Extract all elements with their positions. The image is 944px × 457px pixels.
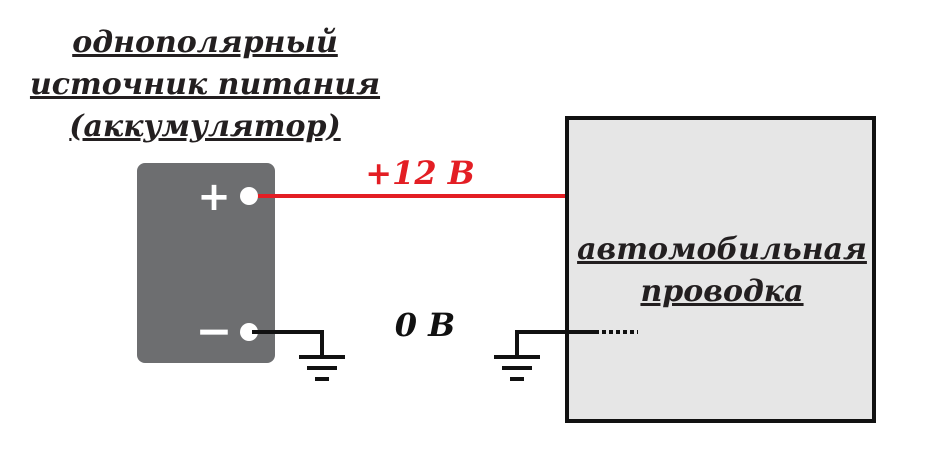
- positive-voltage-label: +12 В: [365, 154, 475, 192]
- source-title-line-3: (аккумулятор): [69, 109, 340, 144]
- ground-voltage-label: 0 В: [395, 306, 455, 344]
- source-title-line-2: источник питания: [30, 67, 380, 102]
- negative-terminal: [240, 323, 258, 341]
- source-title-line-1: однополярный: [72, 25, 338, 60]
- load-title-line-2: проводка: [640, 274, 803, 309]
- negative-terminal-symbol: −: [196, 306, 233, 357]
- battery-body: [137, 163, 275, 363]
- load-box: [565, 116, 876, 423]
- load-ground-wire: [515, 330, 595, 355]
- load-title-line-1: автомобильная: [577, 232, 867, 267]
- source-ground-wire: [252, 330, 324, 355]
- load-ground-symbol-icon: [494, 355, 540, 381]
- source-ground-symbol-icon: [299, 355, 345, 381]
- positive-terminal: [240, 187, 258, 205]
- positive-terminal-symbol: +: [197, 174, 231, 220]
